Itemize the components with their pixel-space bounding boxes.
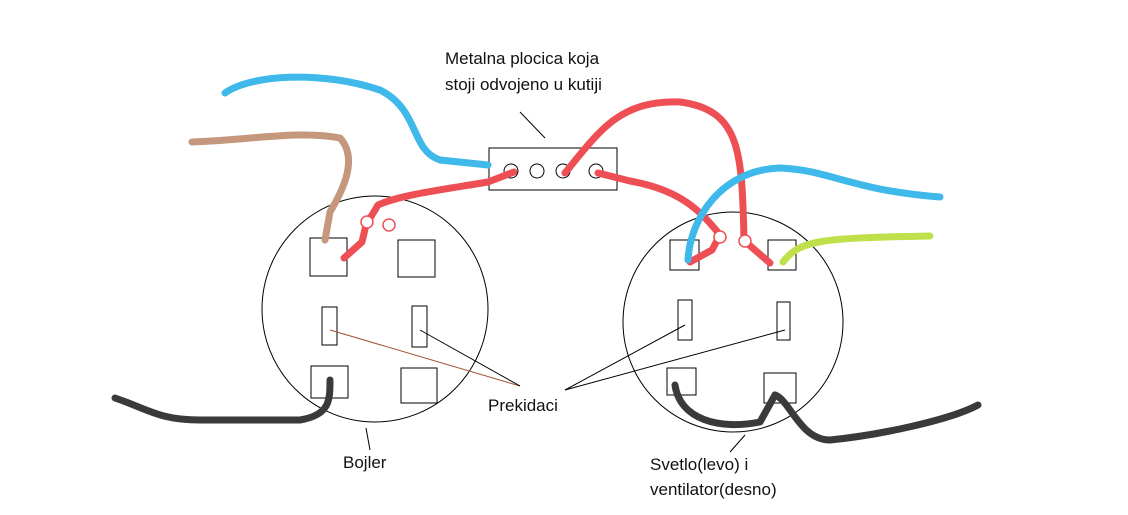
plate-pointer bbox=[519, 111, 546, 139]
red-wire-left bbox=[340, 168, 518, 262]
light-fan-terminals bbox=[666, 239, 797, 404]
light-fan-label-line1: Svetlo(levo) i bbox=[650, 455, 749, 474]
blue-wire-left bbox=[221, 73, 492, 169]
black-wire-right bbox=[671, 381, 982, 444]
switch-pointer-3 bbox=[564, 324, 686, 391]
switch-pointer-2 bbox=[419, 329, 521, 387]
light-fan-switch-housing bbox=[622, 211, 844, 433]
plate-label-line2: stoji odvojeno u kutiji bbox=[445, 75, 602, 94]
switch-pointer-4 bbox=[564, 329, 786, 391]
switch-pointer-1 bbox=[329, 329, 521, 387]
switches-label: Prekidaci bbox=[488, 396, 558, 415]
blue-wire-right bbox=[684, 164, 944, 264]
red-wire-right-short bbox=[744, 240, 774, 267]
green-wire bbox=[779, 232, 934, 266]
light-fan-pointer bbox=[729, 434, 746, 453]
plate-label-line1: Metalna plocica koja bbox=[445, 49, 600, 68]
boiler-label: Bojler bbox=[343, 453, 387, 472]
boiler-pointer bbox=[365, 427, 371, 451]
metal-plate bbox=[488, 147, 618, 191]
boiler-switch-housing bbox=[261, 195, 489, 423]
contact-circles bbox=[360, 215, 752, 248]
brown-wire bbox=[188, 131, 353, 244]
red-wire-top bbox=[561, 98, 748, 244]
light-fan-label-line2: ventilator(desno) bbox=[650, 480, 777, 499]
black-wire-left bbox=[111, 376, 334, 424]
